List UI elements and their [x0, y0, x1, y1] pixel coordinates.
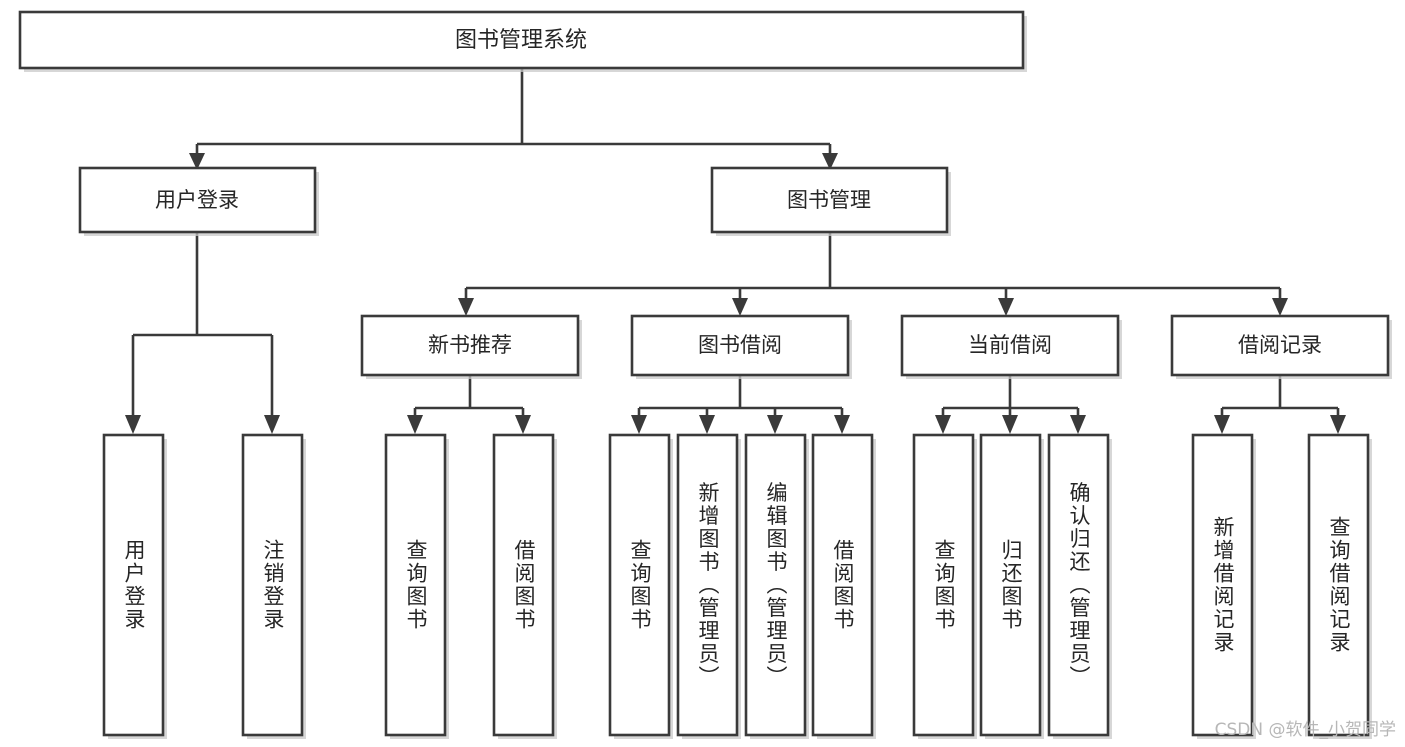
arrow-to-leaf-edit-book	[767, 415, 783, 434]
node-user-login[interactable]: 用户登录	[78, 166, 319, 236]
leaf-add-book-label: 新增图书（管理员）	[696, 482, 720, 689]
leaf-query-borrow-record[interactable]: 查询借阅记录	[1307, 433, 1372, 739]
node-book-borrow-label: 图书借阅	[698, 333, 782, 357]
leaf-logout-label: 注销登录	[261, 539, 285, 631]
arrow-root-to-user-login	[189, 153, 205, 170]
leaf-borrow-book-recommend-label: 借阅图书	[512, 539, 536, 631]
arrow-to-leaf-borrow-book-a	[515, 415, 531, 434]
connector-group-new-book-to-leaves	[407, 375, 531, 434]
connector-group-current-borrow-to-leaves	[935, 375, 1086, 434]
arrow-to-leaf-borrow-book-b	[834, 415, 850, 434]
arrow-to-leaf-query-book-a	[407, 415, 423, 434]
leaf-user-login-label: 用户登录	[122, 539, 146, 631]
leaf-edit-book-label: 编辑图书（管理员）	[764, 482, 788, 689]
node-current-borrow[interactable]: 当前借阅	[900, 314, 1122, 379]
arrow-to-leaf-user-login	[125, 415, 141, 434]
arrow-to-new-book-recommend	[458, 298, 474, 316]
arrow-to-current-borrow	[998, 298, 1014, 316]
leaf-return-book-label: 归还图书	[999, 539, 1023, 631]
leaf-borrow-book-recommend[interactable]: 借阅图书	[492, 433, 557, 739]
leaf-query-book-borrow[interactable]: 查询图书	[608, 433, 673, 739]
leaf-add-borrow-record[interactable]: 新增借阅记录	[1191, 433, 1256, 739]
arrow-to-borrow-record	[1272, 298, 1288, 316]
leaf-borrow-book-label: 借阅图书	[831, 539, 855, 631]
connector-group-root-to-level2	[189, 68, 838, 170]
leaf-add-book[interactable]: 新增图书（管理员）	[676, 433, 741, 739]
node-user-login-label: 用户登录	[155, 188, 239, 212]
arrow-to-leaf-query-record	[1330, 415, 1346, 434]
arrow-to-leaf-add-record	[1214, 415, 1230, 434]
leaf-query-borrow-record-label: 查询借阅记录	[1327, 516, 1351, 654]
connector-group-book-mgmt-to-level3	[458, 232, 1288, 316]
arrow-to-leaf-confirm-return	[1070, 415, 1086, 434]
arrow-to-leaf-return-book	[1002, 415, 1018, 434]
leaf-confirm-return-label: 确认归还（管理员）	[1067, 482, 1091, 689]
leaf-query-book-recommend[interactable]: 查询图书	[384, 433, 449, 739]
arrow-to-leaf-logout	[264, 415, 280, 434]
leaf-query-book-current-label: 查询图书	[932, 539, 956, 631]
node-borrow-record-label: 借阅记录	[1238, 333, 1322, 357]
leaf-return-book[interactable]: 归还图书	[979, 433, 1044, 739]
leaf-edit-book[interactable]: 编辑图书（管理员）	[744, 433, 809, 739]
arrow-root-to-book-mgmt	[822, 153, 838, 170]
arrow-to-leaf-query-book-b	[631, 415, 647, 434]
arrow-to-leaf-query-book-c	[935, 415, 951, 434]
csdn-watermark: CSDN @软件_小贺同学	[1215, 720, 1396, 740]
node-new-book-recommend[interactable]: 新书推荐	[360, 314, 582, 379]
node-current-borrow-label: 当前借阅	[968, 333, 1052, 357]
node-borrow-record[interactable]: 借阅记录	[1170, 314, 1392, 379]
arrow-to-book-borrow	[732, 298, 748, 316]
leaf-add-borrow-record-label: 新增借阅记录	[1211, 516, 1235, 654]
connector-group-user-login-to-leaves	[125, 232, 280, 434]
leaf-query-book-borrow-label: 查询图书	[628, 539, 652, 631]
node-new-book-recommend-label: 新书推荐	[428, 333, 512, 357]
node-book-management[interactable]: 图书管理	[710, 166, 951, 236]
arrow-to-leaf-add-book	[699, 415, 715, 434]
node-book-management-label: 图书管理	[787, 188, 871, 212]
leaf-logout[interactable]: 注销登录	[241, 433, 306, 739]
connector-group-book-borrow-to-leaves	[631, 375, 850, 434]
leaf-user-login[interactable]: 用户登录	[102, 433, 167, 739]
node-root-label: 图书管理系统	[455, 28, 587, 53]
connector-group-borrow-record-to-leaves	[1214, 375, 1346, 434]
node-root[interactable]: 图书管理系统	[18, 10, 1027, 72]
leaf-query-book-current[interactable]: 查询图书	[912, 433, 977, 739]
leaf-confirm-return[interactable]: 确认归还（管理员）	[1047, 433, 1112, 739]
leaf-query-book-recommend-label: 查询图书	[404, 539, 428, 631]
node-book-borrow[interactable]: 图书借阅	[630, 314, 852, 379]
leaf-borrow-book[interactable]: 借阅图书	[811, 433, 876, 739]
